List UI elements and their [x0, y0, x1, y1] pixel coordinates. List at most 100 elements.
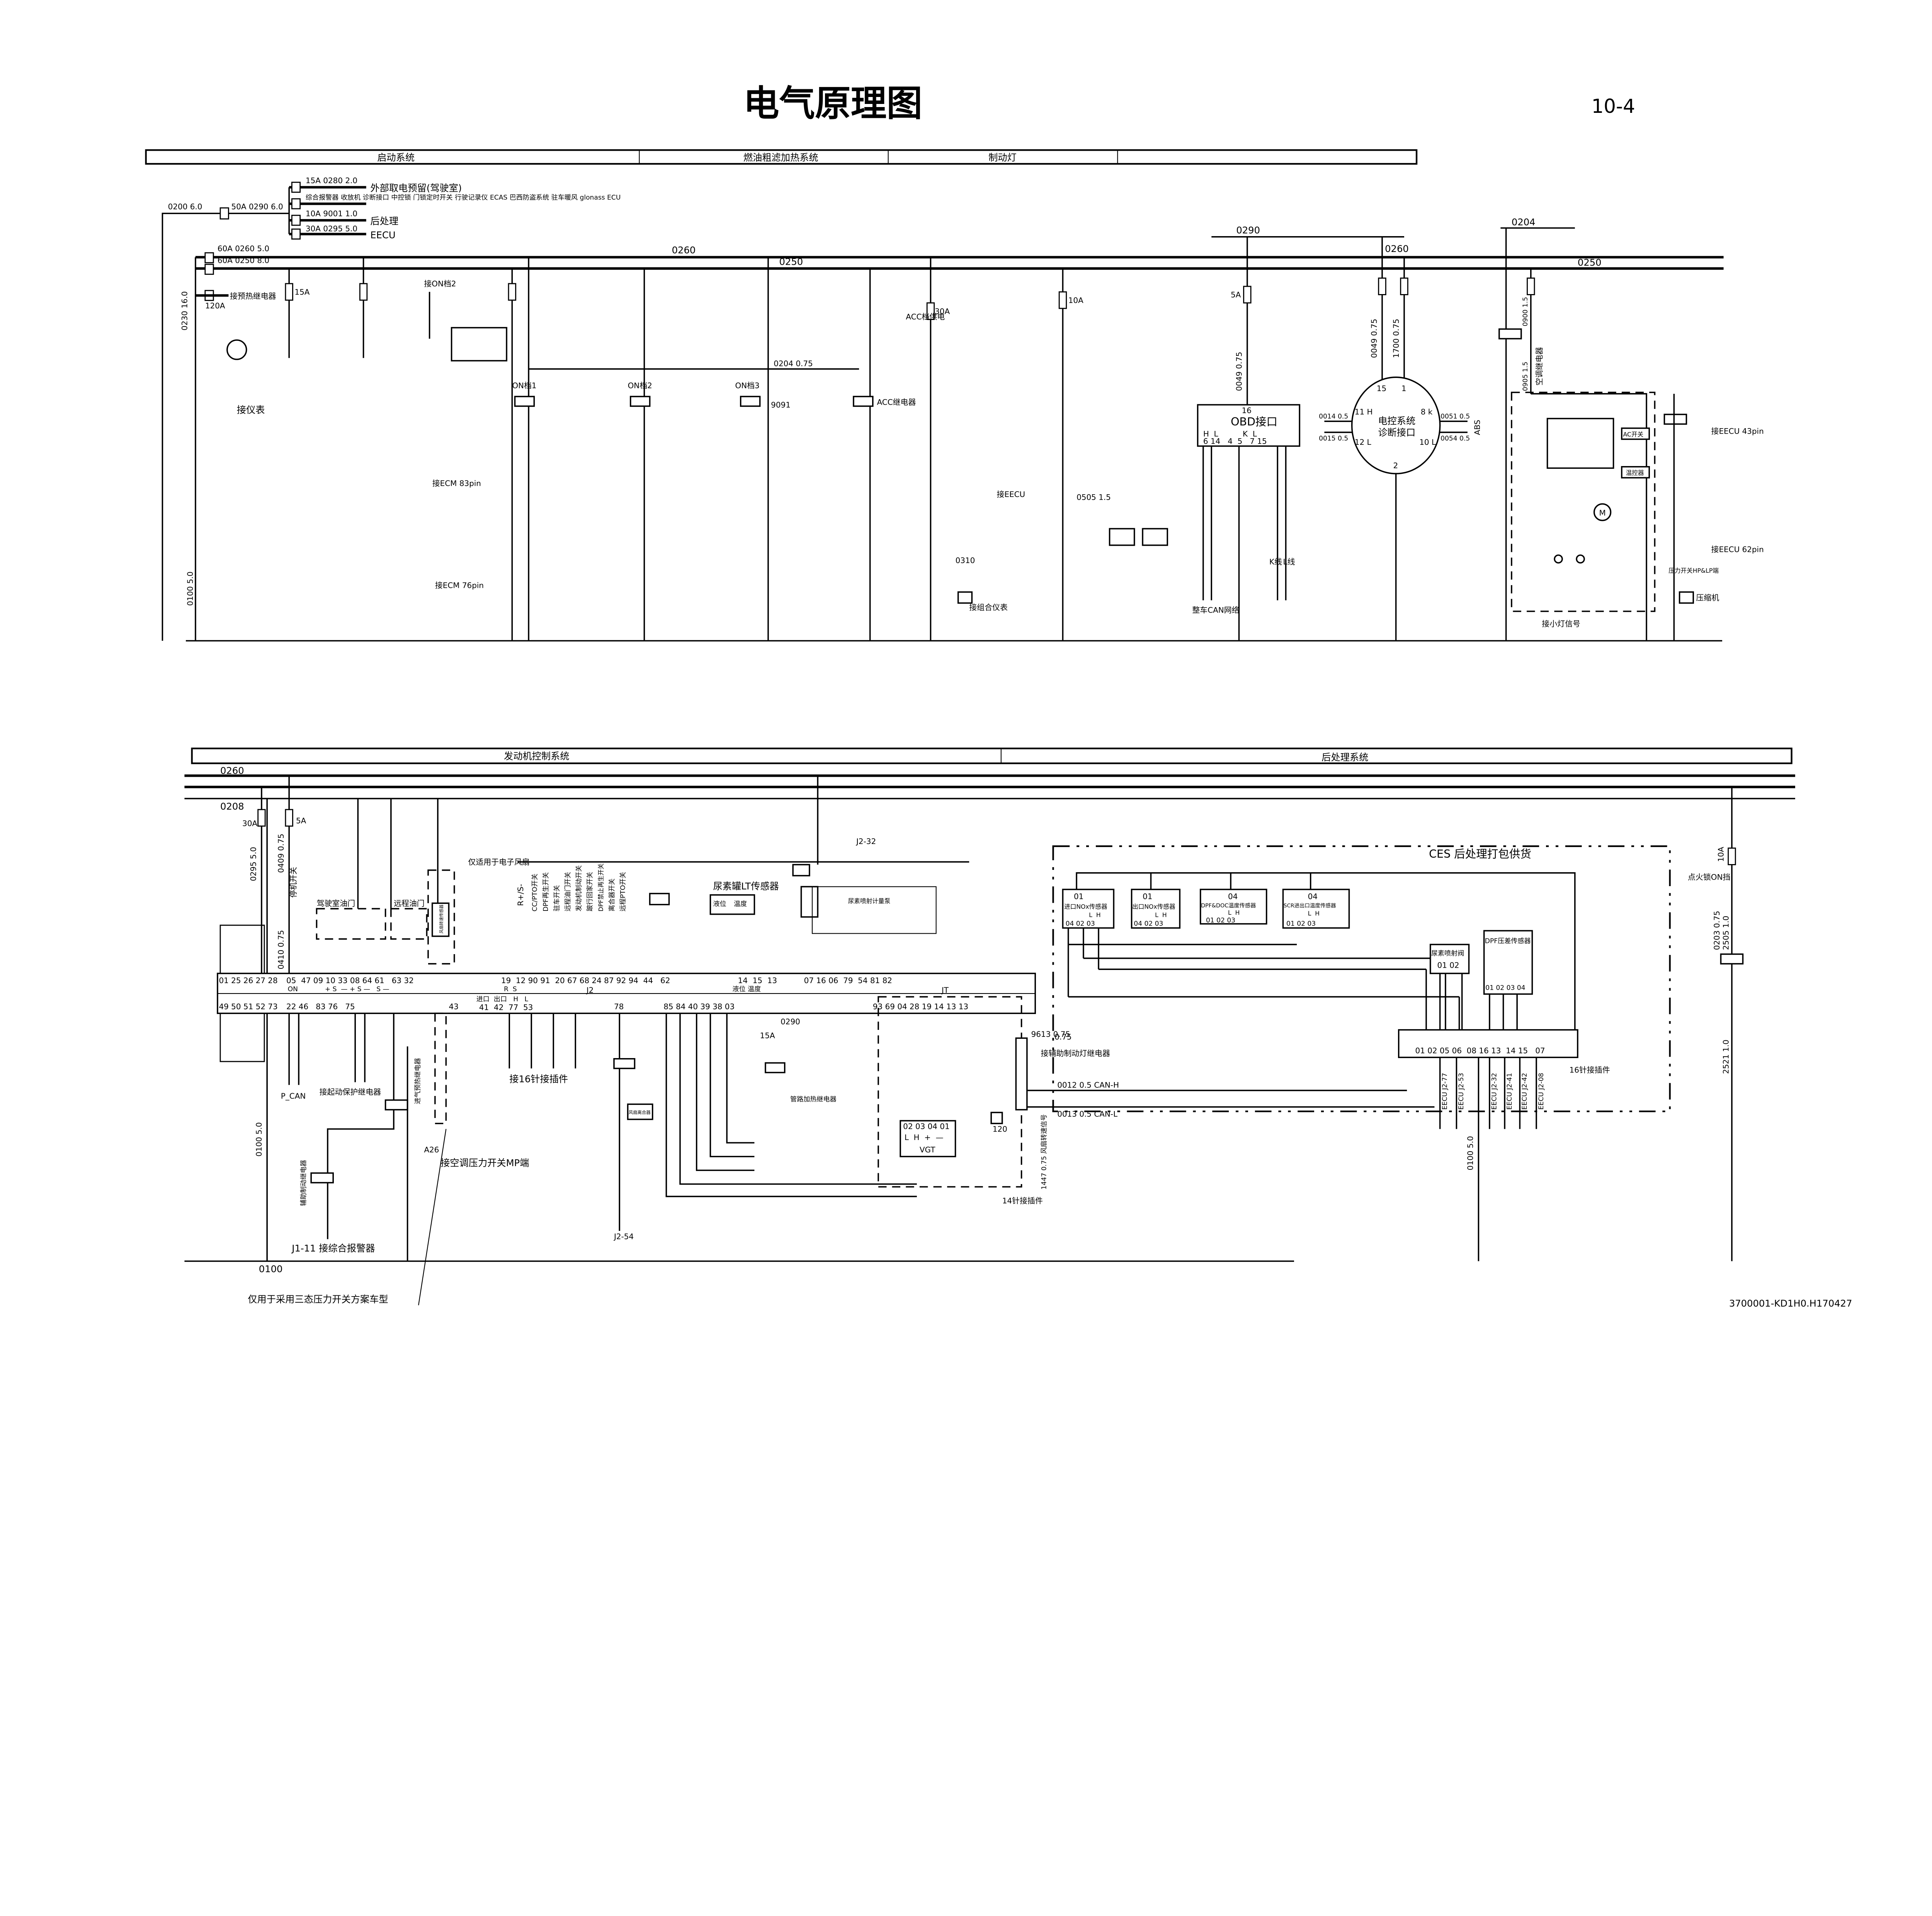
label-bottom-start-protect: 接起动保护继电器 [320, 1087, 381, 1096]
label-top-to-eecu: 接EECU [997, 490, 1025, 499]
component-box [1142, 528, 1168, 546]
component-box [226, 339, 247, 360]
label-bottom-eecu-pins-5: EECU J2-08 [1537, 1073, 1545, 1109]
label-bottom-j2-54: J2-54 [613, 1232, 634, 1241]
label-bottom-pins-row1-3: 14 15 13 [738, 976, 777, 985]
wire [162, 213, 289, 641]
page-title: 电气原理图 [743, 82, 922, 124]
wire [1531, 393, 1647, 641]
fuse-icon [204, 252, 214, 264]
label-bottom-p-can: P_CAN [281, 1091, 306, 1101]
label-top-ac-switch: AC开关 [1623, 431, 1644, 438]
component-box [811, 886, 937, 934]
label-top-fuse-50a: 50A 0290 6.0 [231, 202, 283, 211]
component-box [1197, 404, 1301, 447]
component-box [427, 869, 455, 965]
label-external-power-cab: 外部取电预留(驾驶室) [370, 183, 462, 194]
ecu-connector-j2: 01 25 26 27 28 05 47 09 10 33 08 64 61 6… [217, 973, 1036, 1014]
label-top-fuse-60a-0250: 60A 0250 8.0 [218, 255, 269, 265]
label-top-diag-p11: 11 H [1355, 407, 1373, 416]
label-bottom-eecu-pins-4: EECU J2-42 [1521, 1073, 1529, 1109]
label-top-ac-relay: 空调继电器 [1534, 347, 1544, 386]
fuse-icon [1527, 277, 1535, 295]
label-bottom-switches-8: 离合器开关 [608, 878, 616, 911]
label-top-obd: OBD接口 [1231, 415, 1277, 428]
label-bottom-switches-3: 驻车开关 [553, 885, 561, 911]
label-bottom-sensors-1-name: 出口NOx传感器 [1132, 903, 1175, 910]
component-box [1131, 888, 1181, 929]
component-box [514, 396, 535, 407]
label-top-w0049: 0049 0.75 [1369, 319, 1379, 358]
component-box [219, 924, 265, 974]
component-box [1546, 418, 1614, 469]
component-box [316, 908, 386, 940]
label-top-bus-0260: 0260 [672, 245, 696, 256]
label-bottom-fan-speed-sig: 1447 0.75 风扇转速信号 [1041, 1114, 1048, 1189]
label-top-eecu: EECU [370, 230, 395, 240]
label-bottom-w0409: 0409 0.75 [276, 834, 286, 873]
component-box [613, 1058, 636, 1069]
label-top-w0049: 0049 0.75 [1235, 352, 1244, 391]
fuse-icon [291, 198, 301, 209]
label-bottom-sensors-0-pins: 04 02 03 [1066, 920, 1095, 928]
label-top-bus-0250-r: 0250 [1578, 257, 1602, 268]
label-bottom-pins-row2-sub-0: 进口 出口 H L [476, 995, 529, 1003]
component-box [384, 1099, 408, 1111]
label-bottom-pins-row1-1: 05 47 09 10 33 08 64 61 63 32 [286, 976, 414, 985]
label-bottom-urea-heater: 尿素喷射计量泵 [848, 897, 891, 905]
page-number: 10-4 [1592, 95, 1635, 117]
label-top-w0054: 0054 0.5 [1440, 435, 1470, 442]
label-bottom-w0203: 0203 0.75 [1712, 911, 1721, 950]
label-top-k-line: K线 [1269, 557, 1282, 567]
label-top-to-on2: 接ON档2 [424, 279, 456, 288]
component-box [1663, 413, 1687, 425]
on2-relay: ON档2 [628, 381, 652, 407]
label-bottom-pins-row1-0: 01 25 26 27 28 [219, 976, 277, 985]
label-bottom-urea-valve-pins: 01 02 [1437, 961, 1459, 970]
component-box [1621, 466, 1650, 479]
label-top-acc-supply: ACC档供电 [906, 312, 945, 322]
component-box [434, 1012, 447, 1125]
label-top-on3: ON档3 [735, 381, 760, 390]
label-bottom-sensors-3-lh: L H [1308, 910, 1320, 917]
label-top-to-ecm83: 接ECM 83pin [432, 479, 481, 488]
throttles-switches: 驾驶室油门 远程油门 风扇转速传感器 仅适用于电子风扇 R+/S- CC/PTO… [316, 776, 969, 965]
connector-16pin: 01 02 05 06 08 16 13 14 15 07 [1398, 1029, 1578, 1058]
label-top-feed-0200: 0200 6.0 [168, 202, 202, 211]
label-top-diag-p10: 10 L [1419, 437, 1436, 447]
label-bottom-sensors-2-lh: L H [1228, 909, 1240, 916]
label-bottom-sensors-1-lh: L H [1155, 911, 1167, 919]
label-bottom-pins-row1-sub-1: + S — + S — S — [325, 985, 389, 993]
label-bottom-remote-throttle: 远程油门 [394, 898, 425, 908]
label-top-diag-p1: 1 [1401, 384, 1406, 393]
label-top-diag-p15: 15 [1377, 384, 1386, 393]
component-box [1679, 591, 1694, 604]
label-top-fuse-120a: 120A [205, 301, 225, 310]
label-bottom-sensors-3-name: SCR进出口温度传感器 [1284, 902, 1336, 909]
label-bottom-sensors-0-lh: L H [1089, 911, 1100, 919]
label-bottom-tri-state-note: 仅用于采用三态压力开关方案车型 [248, 1294, 388, 1305]
component-box [740, 396, 761, 407]
vgt-14pin: 02 03 04 01 L H + — VGT 120 14针接插件 9613 … [878, 996, 1435, 1205]
label-top-obd-pins-hl: H L K L [1203, 429, 1257, 438]
label-bottom-sensors-3-pin: 04 [1308, 892, 1318, 901]
drawing-code: 3700001-KD1H0.H170427 [1729, 1298, 1852, 1309]
schematic: 电气原理图 10-4 3700001-KD1H0.H170427 启动系统 燃油… [145, 82, 1852, 1309]
switch-labels: R+/S- CC/PTO开关 DPF再生开关 驻车开关 远程油门开关 发动机制动… [516, 863, 627, 912]
component-box [1554, 554, 1563, 564]
label-top-fuse-15a: 15A [294, 287, 310, 296]
label-bottom-j2: J2 [586, 985, 594, 995]
ignition-feed: 10A 点火锁ON挡 0203 0.75 2505 1.0 2521 1.0 [1688, 787, 1744, 1261]
label-bottom-pins-row2-4: 78 [614, 1002, 624, 1011]
label-bottom-pin14: 14针接插件 [1002, 1196, 1043, 1205]
label-top-to-cluster: 接组合仪表 [969, 602, 1008, 612]
label-bottom-pins-row2-0: 49 50 51 52 73 [219, 1002, 277, 1011]
label-top-bus-0260-r: 0260 [1385, 243, 1409, 254]
label-bottom-fuse-10a: 10A [1716, 847, 1726, 862]
label-bottom-switches-6: 跛行回家开关 [586, 872, 594, 912]
acc-relay: ACC继电器 [853, 396, 916, 407]
label-top-fuse-30a-0295: 30A 0295 5.0 [306, 224, 357, 233]
label-top-eecu62: 接EECU 62pin [1711, 545, 1764, 554]
component-box [629, 396, 651, 407]
component-box [627, 1103, 653, 1120]
